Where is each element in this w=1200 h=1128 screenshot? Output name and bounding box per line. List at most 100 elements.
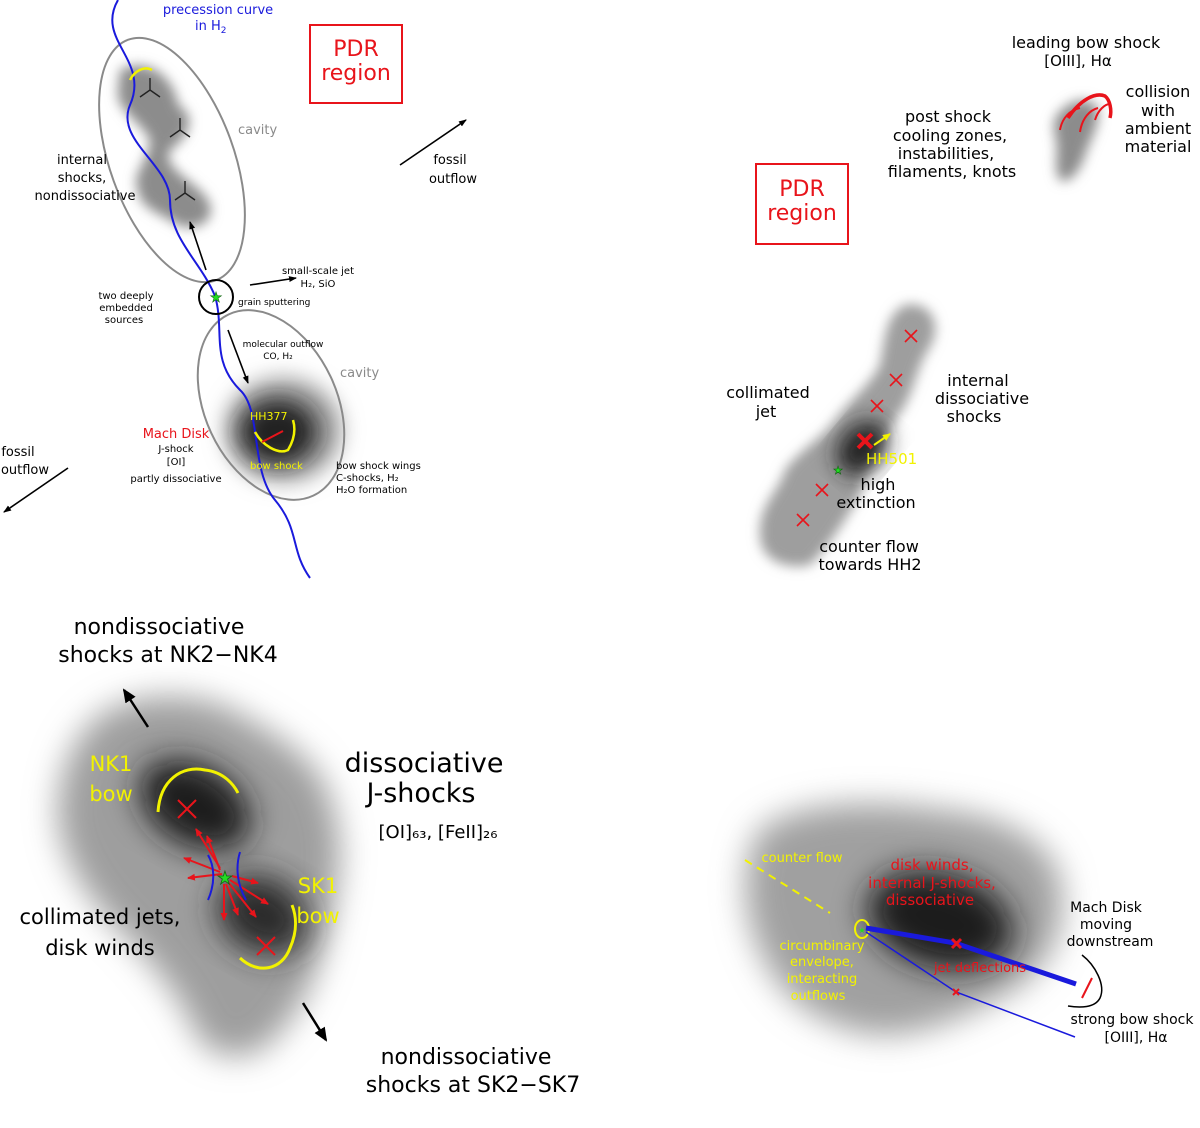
bow-shock-label: bow shock	[250, 461, 303, 472]
counter-flow-dashed	[744, 859, 831, 914]
nk-sk-star-icon: ★	[217, 868, 233, 889]
embedded-sources-circle	[198, 279, 234, 315]
precession-curve	[111, 0, 311, 579]
main-jet-thin	[867, 929, 956, 944]
source-star-icon: ★	[210, 290, 223, 306]
jet-deflections-label: jet deflections	[933, 961, 1026, 976]
br-star-icon: ★	[858, 926, 865, 935]
arrow-molecular-outflow	[227, 329, 249, 384]
collimated-jet-label-2: jet	[755, 402, 777, 421]
mach-disk-label: Mach Disk	[143, 427, 210, 442]
molecular-outflow-label-2: CO, H₂	[263, 352, 293, 362]
circumbinary-label-3: interacting	[787, 972, 858, 987]
nk1-label-1: NK1	[90, 752, 133, 776]
circumbinary-label-2: envelope,	[790, 955, 854, 970]
small-jet-label-1: small-scale jet	[282, 266, 354, 277]
disk-winds-label-3: dissociative	[886, 891, 974, 909]
blue-arc-right	[236, 851, 247, 901]
internal-shock-crosses	[796, 329, 918, 527]
mach-moving-label-1: Mach Disk	[1070, 900, 1143, 916]
post-shock-label-3: instabilities,	[898, 144, 994, 163]
circumbinary-label-4: outflows	[791, 989, 846, 1004]
hh501-bold-cross	[856, 432, 874, 450]
high-extinction-label-2: extinction	[836, 493, 915, 512]
two-sources-label-1: two deeply	[98, 291, 153, 302]
counter-flow-label-2: towards HH2	[818, 555, 921, 574]
arrow-nk-outflow	[122, 688, 150, 728]
sk-label-1: nondissociative	[381, 1045, 552, 1070]
counter-flow-br-label: counter flow	[762, 851, 843, 866]
strong-bow-arc	[1067, 954, 1103, 1008]
sk1-label-1: SK1	[298, 874, 338, 898]
collimated-jets-label-1: collimated jets,	[20, 905, 181, 929]
small-jet-label-2: H₂, SiO	[301, 279, 336, 290]
internal-shock-markers	[139, 78, 196, 201]
cavity-label-bottom: cavity	[340, 366, 380, 381]
sk1-label-2: bow	[296, 904, 339, 928]
nk-label-1: nondissociative	[74, 615, 245, 640]
arrow-fossil-left	[3, 467, 69, 513]
sk-label-2: shocks at SK2−SK7	[366, 1073, 580, 1098]
blue-arc-left	[207, 854, 215, 901]
leading-bow-label-1: leading bow shock	[1012, 33, 1161, 52]
jshock-label-2: [OI]	[167, 457, 186, 468]
pdr-box-top-left	[309, 24, 403, 104]
two-sources-label-2: embedded	[99, 303, 153, 314]
nk1-label-2: bow	[89, 782, 132, 806]
jshock-label-1: J-shock	[157, 444, 193, 455]
jet-arrows-red	[183, 828, 269, 921]
emission-lower-lobe	[225, 378, 341, 482]
mach-moving-label-3: downstream	[1067, 934, 1154, 950]
hh377-label: HH377	[250, 410, 288, 423]
panel-mach-disk: ★ counter flow disk winds, internal J-sh…	[744, 804, 1194, 1046]
sk1-bow-arc	[238, 904, 297, 970]
grain-sputtering-label: grain sputtering	[238, 298, 310, 308]
precession-label-1: precession curve	[163, 3, 273, 18]
bow-wings-label-2: C-shocks, H₂	[336, 473, 399, 484]
deflection-cross-1	[950, 937, 963, 950]
post-shock-label-1: post shock	[905, 107, 992, 126]
fossil-right-label-1: fossil	[433, 153, 466, 168]
pdr-tr-label-2: region	[767, 201, 837, 226]
nk1-bow-arc	[156, 767, 240, 813]
collision-label-4: material	[1125, 137, 1192, 156]
collision-label-1: collision	[1126, 82, 1191, 101]
internal-diss-label-2: dissociative	[935, 389, 1029, 408]
internal-diss-label-1: internal	[947, 371, 1008, 390]
disk-winds-label-1: disk winds,	[890, 856, 973, 874]
panel-hh377: ★ precession curve in H2 PDR region cavi…	[1, 0, 477, 579]
leading-bow-arcs	[1059, 93, 1113, 133]
cavity-ellipse-bottom	[196, 309, 346, 501]
internal-shocks-label-1: internal	[57, 153, 107, 168]
bow-wings-label-3: H₂O formation	[336, 485, 407, 496]
molecular-outflow-label-1: molecular outflow	[243, 340, 324, 350]
internal-shocks-label-2: shocks,	[58, 171, 107, 186]
sk1-cross	[256, 936, 276, 956]
cavity-label-top: cavity	[238, 123, 278, 138]
upper-bow-arc	[128, 67, 153, 81]
collimated-jet-label-1: collimated	[726, 383, 810, 402]
emission-leading-knot	[1053, 100, 1099, 182]
circumbinary-label-1: circumbinary	[780, 939, 865, 954]
internal-shocks-label-3: nondissociative	[35, 189, 136, 204]
internal-diss-label-3: shocks	[947, 407, 1002, 426]
bow-wings-label-1: bow shock wings	[336, 461, 421, 472]
fossil-left-label-2: outflow	[1, 463, 49, 478]
panel-nk-sk: ★ nondissociative shocks at NK2−NK4 NK1 …	[20, 615, 581, 1098]
disk-winds-label-2: internal J-shocks,	[868, 874, 996, 892]
pdr-label-2: region	[321, 61, 391, 86]
nk1-cross	[177, 799, 197, 819]
emission-hh501-jet	[759, 304, 936, 567]
panel-hh501: ★ leading bow shock [OIII], Hα collision…	[726, 33, 1191, 574]
arrow-upper-outflow	[189, 221, 207, 271]
nk-label-2: shocks at NK2−NK4	[58, 643, 277, 668]
hh501-label: HH501	[866, 450, 917, 468]
diss-label-1: dissociative	[345, 748, 504, 779]
hh501-star-icon: ★	[833, 464, 843, 477]
arrow-fossil-right	[399, 119, 467, 166]
diss-label-2: J-shocks	[365, 778, 476, 809]
fossil-left-label-1: fossil	[1, 445, 34, 460]
arrow-sk-outflow	[301, 1002, 328, 1042]
hh501-arrow	[873, 433, 891, 446]
